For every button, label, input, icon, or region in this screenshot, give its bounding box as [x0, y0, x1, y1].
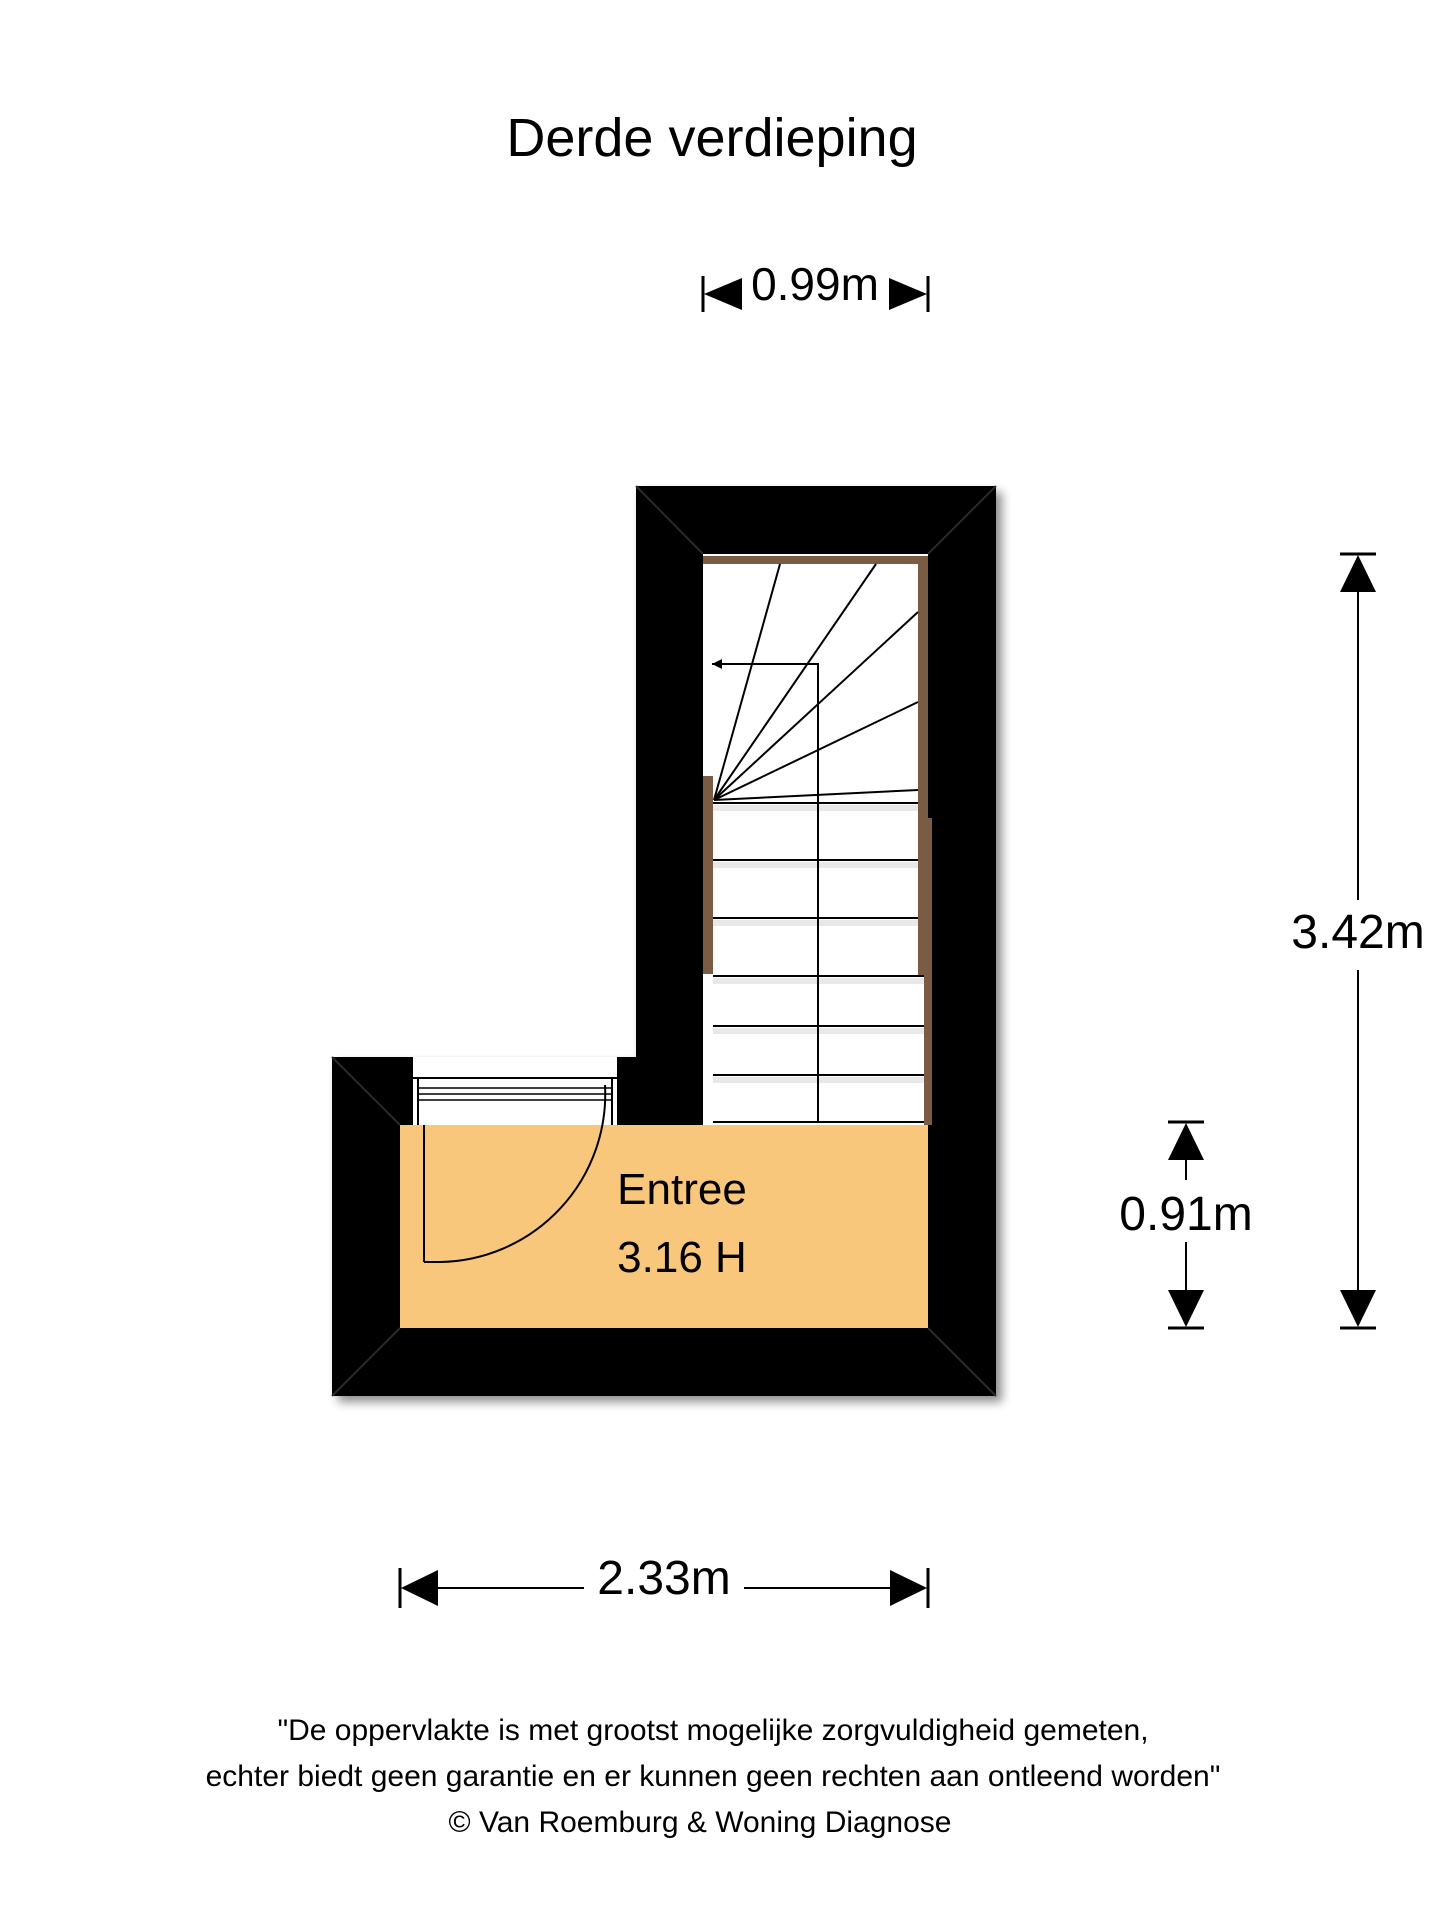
wall-corner-lines — [331, 485, 997, 1397]
disclaimer-line-2: echter biedt geen garantie en er kunnen … — [206, 1760, 1221, 1793]
disclaimer-line-1: "De oppervlakte is met grootst mogelijke… — [277, 1714, 1148, 1747]
stair-well — [703, 554, 928, 1125]
staircase — [703, 556, 932, 1125]
dimension-label-stair-width: 0.99m — [751, 258, 879, 310]
page-title: Derde verdieping — [506, 108, 917, 168]
dimension-entree-depth: 0.91m — [1119, 1120, 1253, 1330]
dimension-label-total-width: 2.33m — [597, 1552, 730, 1605]
dimension-label-total-depth: 3.42m — [1291, 906, 1424, 959]
room-entree-height: 3.16 H — [617, 1233, 747, 1282]
dimension-total-depth: 3.42m — [1291, 552, 1425, 1330]
dimension-total-width: 2.33m — [398, 1552, 930, 1608]
disclaimer: "De oppervlakte is met grootst mogelijke… — [206, 1714, 1221, 1839]
dimension-stair-width: 0.99m — [701, 258, 930, 312]
room-entree-name: Entree — [617, 1165, 747, 1214]
window-opening — [413, 1057, 617, 1125]
disclaimer-copyright: © Van Roemburg & Woning Diagnose — [449, 1806, 952, 1839]
door — [423, 1084, 607, 1263]
room-entree-floor — [400, 1125, 928, 1328]
dimension-label-entree-depth: 0.91m — [1119, 1188, 1252, 1241]
